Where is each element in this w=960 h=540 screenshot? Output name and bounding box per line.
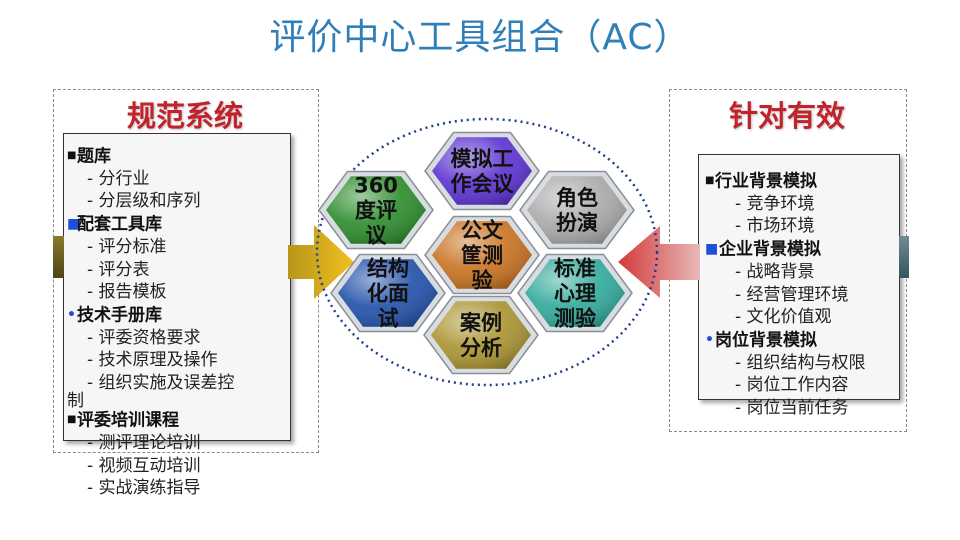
hexagon-label-line: 模拟工 [451, 147, 514, 171]
hexagon-label-line: 扮演 [556, 211, 598, 235]
left-panel-heading: 规范系统 [126, 99, 243, 133]
right-sub-item: 战略背景 [705, 261, 905, 284]
hexagon-frame [424, 131, 540, 211]
hexagon-label-line: 心理 [554, 282, 596, 306]
left-sub-item: 评分表 [67, 259, 307, 282]
right-panel-heading: 针对有效 [728, 99, 845, 133]
right-cat-enterprise: ■企业背景模拟 [705, 238, 905, 261]
left-cat-manual: •技术手册库 [67, 304, 307, 327]
left-cat-label: 配套工具库 [77, 214, 162, 235]
right-cat-industry: ■行业背景模拟 [705, 170, 905, 193]
left-cat-label: 技术手册库 [77, 305, 162, 326]
left-cat-label: 题库 [77, 146, 111, 167]
left-cat-tools: ■配套工具库 [67, 213, 307, 236]
left-sub-item: 报告模板 [67, 281, 307, 304]
right-sub-item: 市场环境 [705, 215, 905, 238]
left-sub-item: 组织实施及误差控 [67, 372, 307, 395]
hexagon-label-line: 筐测 [461, 244, 503, 268]
hexagon-label-line: 角色 [556, 186, 598, 210]
right-sub-item: 经营管理环境 [705, 284, 905, 307]
hexagon-frame [330, 253, 446, 333]
hexagon-frame [519, 170, 635, 250]
left-sub-item: 实战演练指导 [67, 477, 307, 500]
hexagon-label-line: 360 [354, 174, 398, 198]
hexagon-shine [431, 301, 531, 369]
blue-square-bullet-icon: ■ [67, 216, 81, 233]
left-cat-training: ■评委培训课程 [67, 409, 307, 432]
left-sub-item: 评分标准 [67, 236, 307, 259]
hexagon-fill [432, 221, 532, 289]
hexagon-label-line: 分析 [460, 336, 502, 360]
blue-dot-bullet-icon: • [67, 306, 76, 323]
left-list: ■题库 分行业 分层级和序列 ■配套工具库 评分标准 评分表 报告模板 •技术手… [67, 145, 307, 500]
hexagon-label-line: 公文 [461, 219, 504, 243]
hexagon-shine [338, 259, 438, 327]
right-sub-item: 文化价值观 [705, 306, 905, 329]
right-sub-item: 岗位当前任务 [705, 397, 905, 420]
left-sub-item: 分层级和序列 [67, 190, 307, 213]
hexagon-frame [517, 253, 633, 333]
hexagon-label-line: 议 [366, 224, 388, 248]
right-sub-item: 竞争环境 [705, 193, 905, 216]
hexagon-label-line: 案例 [459, 311, 502, 335]
hexagon-label-line: 试 [378, 307, 399, 331]
hexagon-shine [432, 137, 532, 205]
right-cat-label: 企业背景模拟 [719, 239, 821, 260]
hexagon-label-line: 度评 [355, 199, 397, 223]
right-cat-label: 行业背景模拟 [715, 171, 817, 192]
hexagon-fill [432, 137, 532, 205]
blue-dot-bullet-icon: • [705, 331, 714, 348]
hexagon-shine [432, 221, 532, 289]
right-cat-position: •岗位背景模拟 [705, 329, 905, 352]
square-bullet-icon: ■ [67, 150, 77, 161]
blue-square-bullet-icon: ■ [705, 241, 719, 258]
hexagon-label-line: 标准 [554, 257, 596, 281]
left-cat-tiku: ■题库 [67, 145, 307, 168]
hexagon-shine [525, 259, 625, 327]
hexagon-fill [338, 259, 438, 327]
left-sub-item: 视频互动培训 [67, 455, 307, 478]
hexagon-label-line: 作会议 [451, 172, 515, 196]
hexagon-label-line: 结构 [367, 257, 409, 281]
hexagon-frame [423, 295, 539, 375]
hexagon-shine [527, 176, 627, 244]
hexagon-fill [431, 301, 531, 369]
page-title: 评价中心工具组合（AC） [269, 17, 691, 58]
left-sub-item: 评委资格要求 [67, 327, 307, 350]
hexagon-fill [527, 176, 627, 244]
right-list: ■行业背景模拟 竞争环境 市场环境 ■企业背景模拟 战略背景 经营管理环境 文化… [705, 170, 905, 419]
hexagon-frame [318, 170, 434, 250]
square-bullet-icon: ■ [705, 175, 715, 186]
hexagon-fill [525, 259, 625, 327]
right-sub-item: 岗位工作内容 [705, 374, 905, 397]
left-sub-item-wrap: 制 [67, 391, 84, 412]
left-sub-item: 测评理论培训 [67, 432, 307, 455]
right-cat-label: 岗位背景模拟 [715, 330, 817, 351]
hexagon-label-line: 化面 [367, 282, 409, 306]
left-cat-label: 评委培训课程 [77, 410, 179, 431]
hexagon-label-line: 验 [472, 269, 493, 293]
hexagon-fill [326, 176, 426, 244]
hexagon-frame [424, 215, 540, 295]
center-ellipse [315, 117, 659, 387]
left-sub-item: 技术原理及操作 [67, 349, 307, 372]
hexagon-shine [326, 176, 426, 244]
left-sub-item: 分行业 [67, 168, 307, 191]
right-sub-item: 组织结构与权限 [705, 352, 905, 375]
square-bullet-icon: ■ [67, 414, 77, 426]
hexagon-label-line: 测验 [554, 307, 596, 331]
